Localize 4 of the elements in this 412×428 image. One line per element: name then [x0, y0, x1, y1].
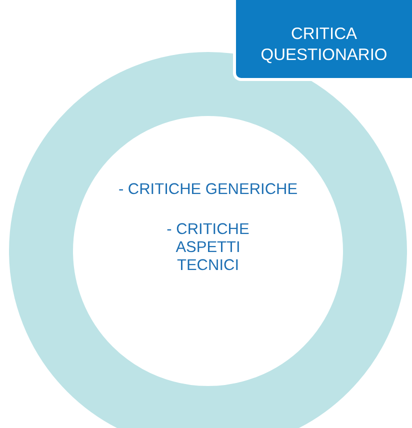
node-label: CRITICA QUESTIONARIO	[260, 24, 388, 66]
node-label: - CRITICHE ASPETTI TECNICI	[166, 221, 250, 275]
tab-box	[233, 0, 412, 81]
node-label: - CRITICHE GENERICHE	[117, 181, 299, 199]
